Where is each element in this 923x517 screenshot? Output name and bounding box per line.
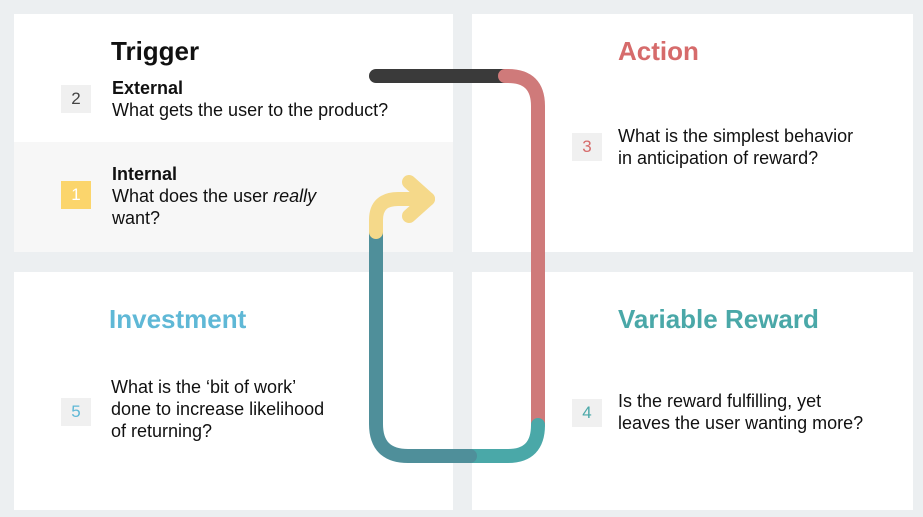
external-trigger-question: What gets the user to the product? [112, 100, 389, 120]
action-question: What is the simplest behavior in anticip… [618, 126, 854, 168]
trigger-title: Trigger [111, 36, 200, 66]
step-badge-3: 3 [572, 133, 602, 161]
action-title: Action [618, 36, 699, 66]
external-trigger-heading: External [112, 78, 184, 98]
step-badge-5: 5 [61, 398, 91, 426]
internal-question-emphasis: really [273, 186, 317, 206]
internal-trigger-question: What does the user really want? [112, 186, 317, 228]
step-badge-4: 4 [572, 399, 602, 427]
trigger-card: Trigger 2 External What gets the user to… [14, 14, 453, 252]
internal-question-text: What does the user [112, 186, 274, 206]
investment-title: Investment [109, 304, 247, 334]
investment-card: Investment 5 What is the ‘bit of work’ d… [14, 272, 453, 510]
step-badge-2: 2 [61, 85, 91, 113]
variable-reward-question: Is the reward fulfilling, yet leaves the… [618, 391, 864, 433]
action-card: Action 3 What is the simplest behavior i… [472, 14, 913, 252]
variable-reward-title: Variable Reward [618, 304, 819, 334]
internal-trigger-heading: Internal [112, 164, 178, 184]
variable-reward-card: Variable Reward 4 Is the reward fulfilli… [472, 272, 913, 510]
step-badge-1: 1 [61, 181, 91, 209]
investment-question: What is the ‘bit of work’ done to increa… [111, 377, 325, 441]
